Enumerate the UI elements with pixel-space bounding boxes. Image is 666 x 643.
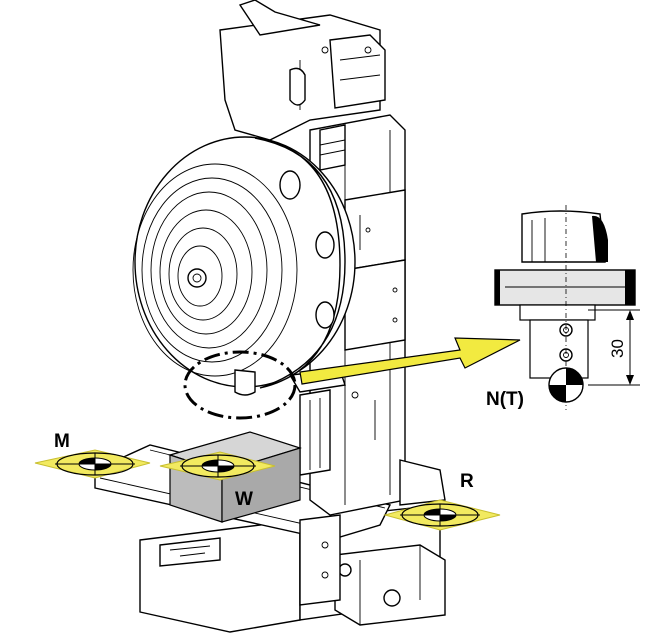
arrow-right-icon [299,337,521,385]
reference-point-marker [383,499,501,531]
label-machine-zero: M [54,431,70,452]
tool-magazine [132,136,356,396]
label-workpiece-zero: W [235,489,253,510]
tool-change-position-outline [183,350,297,420]
dimension-line [588,309,640,386]
servo-motor [334,544,446,626]
label-dimension-value: 30 [608,339,627,358]
machine-zero-marker [34,449,151,479]
label-reference-point: R [460,471,474,492]
spindle-head [219,0,386,171]
tool-reference-marker [548,367,584,403]
spindle-nose-detail [494,205,636,410]
label-tool-reference: N(T) [486,389,524,410]
workpiece-zero-marker [159,451,276,481]
